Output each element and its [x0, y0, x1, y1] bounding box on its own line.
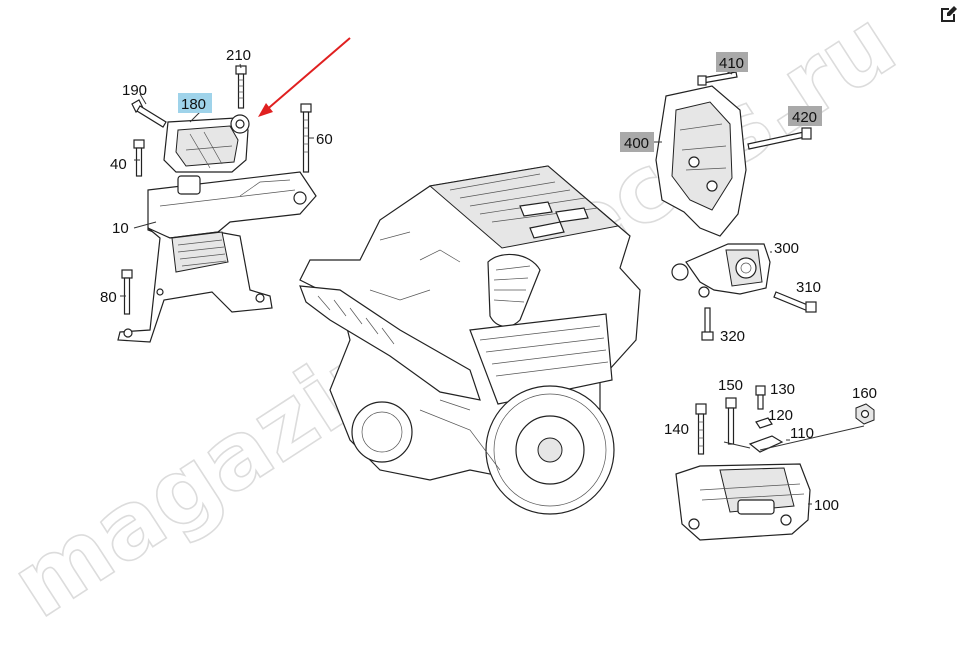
- edit-icon[interactable]: [938, 4, 958, 24]
- callout-400[interactable]: 400: [624, 135, 649, 152]
- callout-420-highlight: [788, 106, 822, 126]
- bolt-190: [131, 99, 167, 128]
- bolt-60: [300, 103, 312, 173]
- bolt-310: [773, 291, 817, 313]
- bolt-210: [235, 65, 247, 109]
- clip-120: [755, 417, 773, 429]
- callout-60[interactable]: 60: [316, 131, 333, 148]
- callout-400-highlight: [620, 132, 654, 152]
- bolt-80: [121, 269, 133, 315]
- callout-410-highlight: [716, 52, 748, 72]
- callout-180[interactable]: 180: [181, 96, 206, 113]
- callout-120[interactable]: 120: [768, 407, 793, 424]
- callout-labels: 210 190 180 40 60 10 80 410 400 420 300 …: [100, 47, 877, 514]
- callout-320[interactable]: 320: [720, 328, 745, 345]
- edit-pencil-icon: [941, 6, 957, 22]
- callout-10[interactable]: 10: [112, 220, 129, 237]
- bolt-410: [697, 71, 738, 86]
- bolt-420: [747, 127, 812, 150]
- bolt-40: [133, 139, 145, 177]
- callout-150[interactable]: 150: [718, 377, 743, 394]
- callout-80[interactable]: 80: [100, 289, 117, 306]
- callout-420[interactable]: 420: [792, 109, 817, 126]
- callout-180-highlight: [178, 93, 212, 113]
- nut-130: [755, 385, 766, 410]
- callout-140[interactable]: 140: [664, 421, 689, 438]
- callout-310[interactable]: 310: [796, 279, 821, 296]
- callout-160[interactable]: 160: [852, 385, 877, 402]
- callout-100[interactable]: 100: [814, 497, 839, 514]
- callout-190[interactable]: 190: [122, 82, 147, 99]
- callout-410[interactable]: 410: [719, 55, 744, 72]
- bolt-320: [701, 307, 714, 341]
- callout-130[interactable]: 130: [770, 381, 795, 398]
- engine-block: [299, 165, 641, 515]
- bolt-140: [695, 403, 707, 455]
- callout-40[interactable]: 40: [110, 156, 127, 173]
- right-lower-mount-assembly: [675, 385, 875, 541]
- bracket-110: [748, 435, 784, 453]
- right-middle-mount-assembly: [671, 243, 817, 341]
- left-engine-mount-assembly: [117, 63, 317, 343]
- callout-110[interactable]: 110: [790, 425, 814, 442]
- nut-160: [855, 403, 875, 425]
- bolt-150: [725, 397, 737, 445]
- callout-210[interactable]: 210: [226, 47, 251, 64]
- callout-300[interactable]: 300: [774, 240, 799, 257]
- right-upper-bracket-assembly: [654, 67, 812, 237]
- selection-arrow: [258, 37, 351, 117]
